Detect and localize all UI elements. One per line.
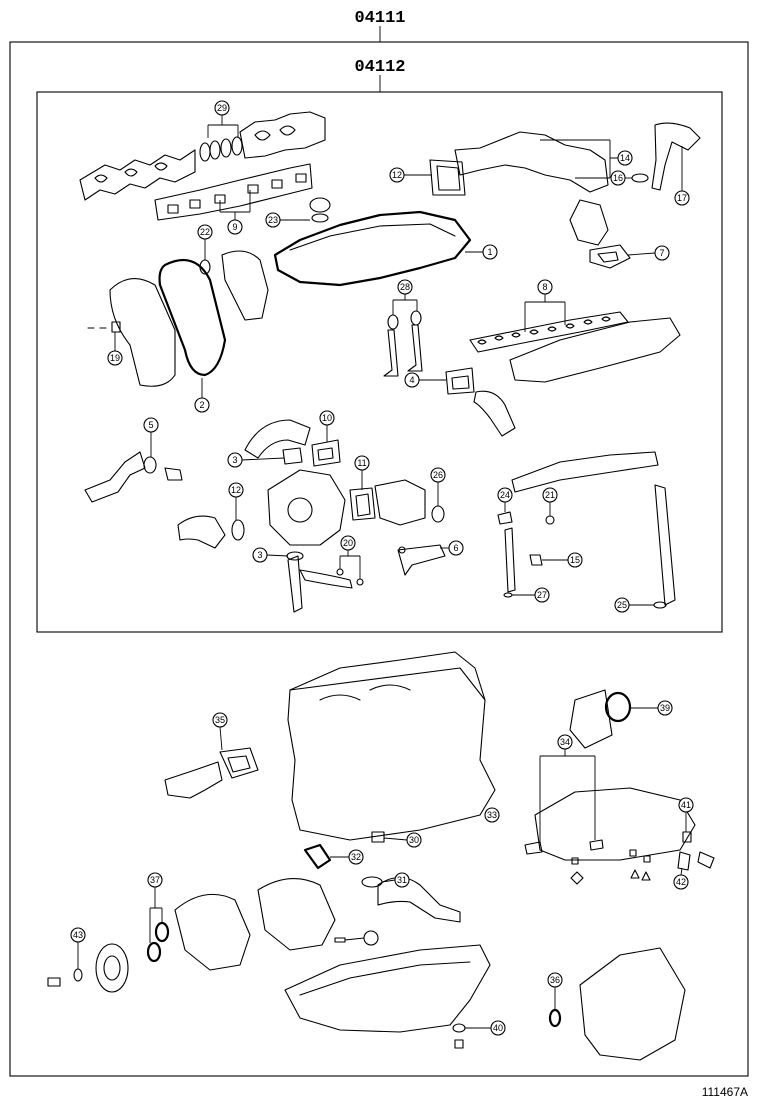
outer-kit-frame (9, 41, 749, 1077)
callout-number: 42 (676, 877, 686, 887)
callout-number: 5 (148, 420, 153, 430)
callout-9: 9 (219, 190, 251, 235)
callout-30: 30 (383, 832, 422, 848)
callout-number: 21 (545, 490, 555, 500)
callout-34: 34 (539, 734, 596, 842)
part-sketches-outer (47, 651, 715, 1061)
callout-number: 36 (550, 975, 560, 985)
callout-2: 2 (194, 378, 210, 413)
callout-number: 16 (613, 173, 623, 183)
callout-number: 26 (433, 470, 443, 480)
callout-number: 19 (110, 353, 120, 363)
callout-number: 28 (400, 282, 410, 292)
callout-number: 37 (150, 875, 160, 885)
callout-number: 33 (487, 810, 497, 820)
callout-number: 4 (409, 375, 414, 385)
callout-number: 30 (409, 835, 419, 845)
callout-17: 17 (674, 146, 690, 206)
callout-number: 39 (660, 703, 670, 713)
callout-number: 31 (397, 875, 407, 885)
callout-number: 25 (617, 600, 627, 610)
callout-24: 24 (497, 487, 513, 512)
callout-number: 12 (392, 170, 402, 180)
callout-11-top: 12 (389, 167, 432, 183)
callout-27: 25 (614, 597, 654, 613)
figure-reference: 111467A (702, 1085, 748, 1099)
inner-kit-code: 04112 (354, 58, 405, 77)
callout-38: 39 (631, 700, 673, 716)
callout-42: 43 (70, 927, 86, 969)
callout-20: 22 (197, 224, 213, 260)
callout-number: 3 (232, 455, 237, 465)
callout-number: 23 (268, 215, 278, 225)
callout-7: 7 (627, 245, 670, 261)
callout-10: 10 (319, 410, 335, 442)
callout-22: 21 (542, 487, 558, 516)
callout-33: 33 (484, 807, 500, 823)
callout-25: 28 (392, 279, 418, 315)
callout-14: 14 (540, 139, 633, 179)
callout-31: 31 (381, 872, 410, 888)
part-sketches-inner (79, 111, 701, 613)
callout-number: 8 (542, 282, 547, 292)
callout-1: 1 (465, 244, 498, 260)
callout-number: 24 (500, 490, 510, 500)
callout-number: 27 (537, 590, 547, 600)
callout-16: 16 (610, 170, 632, 186)
callout-number: 6 (453, 543, 458, 553)
callout-number: 35 (215, 715, 225, 725)
callout-number: 2 (199, 400, 204, 410)
callout-4: 4 (404, 372, 446, 388)
callout-number: 22 (200, 227, 210, 237)
callout-12: 12 (228, 482, 244, 520)
callout-number: 17 (677, 193, 687, 203)
callout-15: 15 (542, 552, 583, 568)
callout-number: 29 (217, 103, 227, 113)
callout-28: 27 (512, 587, 550, 603)
callout-23: 23 (265, 212, 310, 228)
callout-number: 9 (232, 222, 237, 232)
callout-number: 14 (620, 153, 630, 163)
callout-8: 8 (524, 279, 566, 332)
callout-number: 32 (351, 852, 361, 862)
callout-6: 6 (440, 540, 464, 556)
callout-number: 41 (681, 800, 691, 810)
callout-number: 1 (487, 247, 492, 257)
callout-11-mid: 11 (354, 455, 370, 490)
callout-number: 3 (257, 550, 262, 560)
callout-number: 15 (570, 555, 580, 565)
callout-number: 34 (560, 737, 570, 747)
callout-32: 32 (330, 849, 364, 865)
callout-3-bottom: 3 (252, 547, 289, 563)
callout-5: 5 (143, 417, 159, 457)
callout-3-top: 3 (227, 452, 285, 468)
callout-26: 26 (430, 467, 446, 506)
callout-number: 7 (659, 248, 664, 258)
callout-29: 29 (207, 100, 239, 138)
callout-41: 42 (673, 867, 689, 890)
outer-kit-code: 04111 (354, 9, 405, 28)
callout-number: 11 (357, 458, 366, 468)
callout-21: 20 (339, 535, 361, 579)
callout-number: 10 (322, 413, 332, 423)
callout-43 (344, 930, 379, 946)
callout-40: 41 (678, 797, 694, 832)
callout-39: 40 (465, 1020, 506, 1036)
callout-number: 43 (73, 930, 83, 940)
callout-37: 37 (147, 872, 163, 943)
callout-number: 20 (343, 538, 353, 548)
callout-19: 19 (107, 332, 123, 366)
inner-kit-frame (36, 91, 723, 633)
callout-number: 40 (493, 1023, 503, 1033)
callout-36: 36 (547, 972, 563, 1010)
callout-35: 35 (212, 712, 228, 751)
callout-number: 12 (231, 485, 241, 495)
